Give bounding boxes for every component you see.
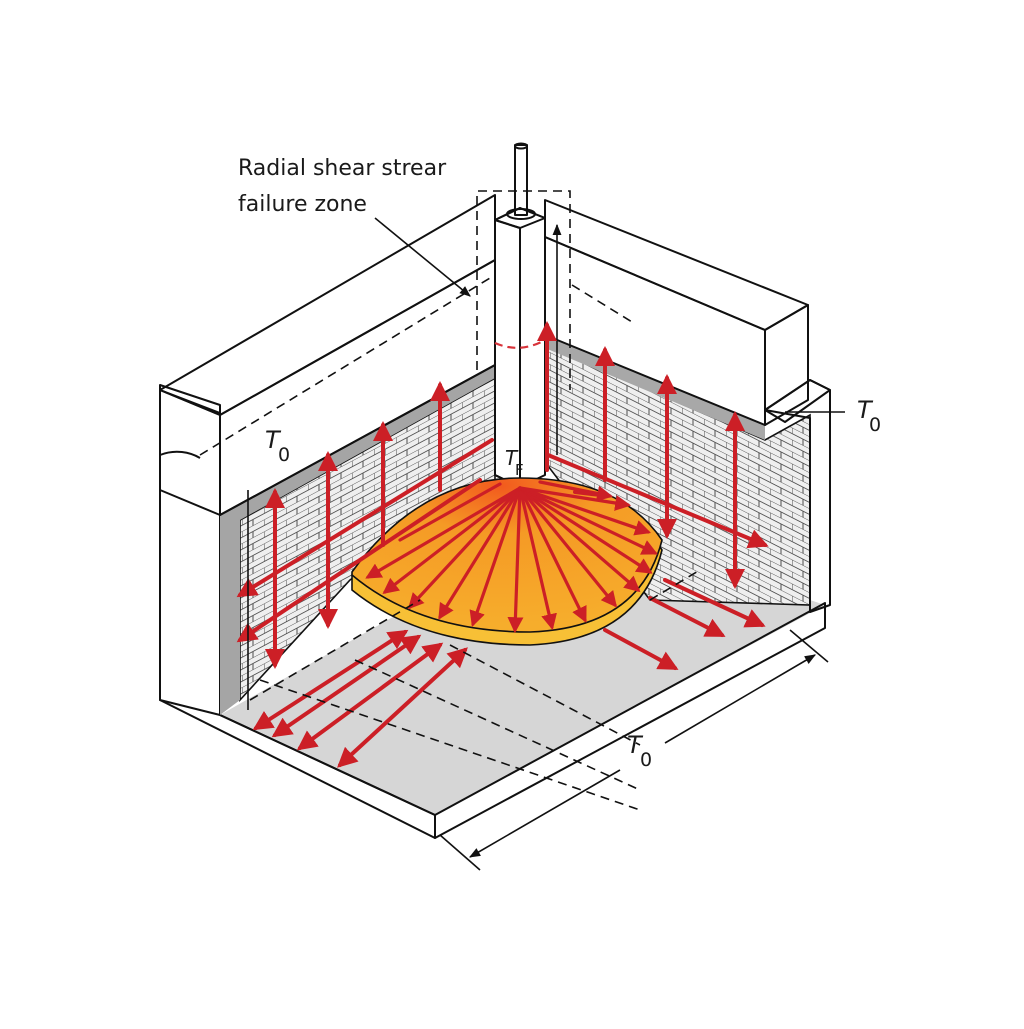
svg-text:T: T <box>857 396 874 424</box>
symbol-tf-column: T F <box>505 446 524 479</box>
title-line-1: Radial shear strear <box>238 156 447 181</box>
label-leader <box>374 217 471 297</box>
bottom-dimension <box>439 629 829 871</box>
floor-guide-lines <box>247 490 701 811</box>
left-wall-arrows <box>236 381 494 669</box>
symbol-t0-right: T 0 <box>857 396 881 436</box>
left-outer-wall <box>159 389 221 716</box>
svg-text:0: 0 <box>869 414 881 436</box>
svg-text:0: 0 <box>640 749 652 771</box>
symbol-t0-left: T 0 <box>265 426 290 466</box>
column-rebar <box>506 142 536 220</box>
radial-failure-disc <box>351 477 663 646</box>
svg-text:0: 0 <box>278 444 290 466</box>
svg-text:T: T <box>627 731 644 759</box>
svg-text:T: T <box>265 426 282 454</box>
svg-text:F: F <box>515 461 524 479</box>
right-wall-arrows <box>537 321 769 589</box>
symbol-t0-bottom: T 0 <box>627 731 652 771</box>
svg-text:T: T <box>505 446 519 470</box>
radial-arrows <box>365 480 658 634</box>
title-line-2: failure zone <box>238 192 367 217</box>
floor-arrows <box>252 578 766 768</box>
